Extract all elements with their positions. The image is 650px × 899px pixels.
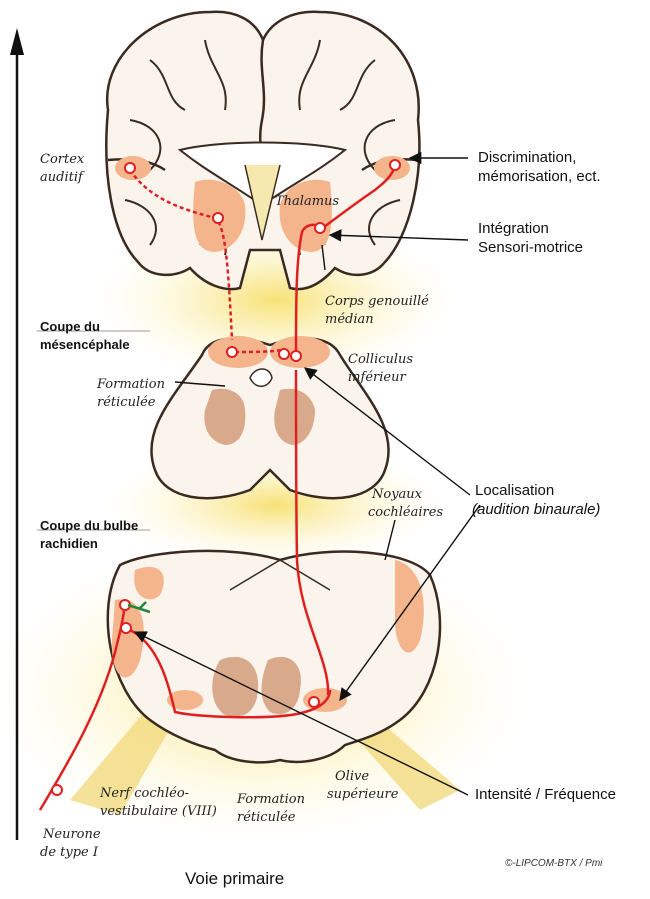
formation-reticulee-bulbe-right: [261, 656, 301, 715]
label-nerf-1: Nerf cochléo-: [99, 786, 189, 801]
noyau-cochleaire-right: [395, 560, 424, 653]
formation-reticulee-bulbe-left: [212, 656, 259, 717]
formation-reticulee-mid-left: [204, 388, 246, 445]
label-neurone-2: de type I: [40, 845, 99, 860]
label-localisation-sub: (audition binaurale): [472, 501, 600, 518]
label-intensite: Intensité / Fréquence: [475, 786, 616, 803]
label-cortex-2: auditif: [40, 170, 85, 185]
pathway-dashed-mid: [234, 348, 283, 354]
noyau-cochleaire-left-top: [134, 566, 164, 600]
synapse-cortex-left: [124, 162, 136, 174]
olive-left: [167, 690, 203, 710]
synapse-thalamus-right: [314, 222, 326, 234]
synapse-olive: [308, 696, 320, 708]
svg-text:Nerf cochléo-vestibulaire (VII: Nerf cochléo-vestibulaire (VIII): [99, 786, 217, 819]
pathway-nerve: [38, 604, 127, 811]
thalamus-right: [279, 179, 332, 252]
noyau-cochleaire-left: [111, 599, 144, 678]
glow-nerve-left: [70, 705, 175, 815]
copyright: ©-LIPCOM-BTX / Pmi: [505, 858, 603, 869]
label-neurone-1: Neurone: [42, 827, 101, 842]
label-discrimination-1: Discrimination,: [478, 149, 576, 166]
synapse-cortex-right: [389, 159, 401, 171]
label-noyaux-2: cochléaires: [368, 505, 443, 520]
synapse-thalamus-left: [212, 212, 224, 224]
label-integration-2: Sensori-motrice: [478, 239, 583, 256]
section-bulbe-2: rachidien: [40, 536, 98, 551]
medulla-section: [106, 549, 442, 764]
label-discrimination-2: mémorisation, ect.: [478, 168, 601, 185]
label-noyaux-1: Noyaux: [371, 487, 423, 502]
label-thalamus: Thalamus: [275, 194, 339, 209]
label-formation-top-2: réticulée: [97, 395, 156, 410]
aqueduct: [249, 368, 273, 387]
label-formation-bottom-1: Formation: [236, 792, 305, 807]
formation-reticulee-mid-right: [274, 388, 315, 445]
label-cortex-1: Cortex: [40, 152, 85, 167]
pathway-to-thalamus: [294, 223, 321, 361]
synapse-colliculus-left: [226, 346, 238, 358]
section-bulbe-1: Coupe du bulbe: [40, 518, 138, 533]
synapse-colliculus-right-b: [290, 350, 302, 362]
label-colliculus-1: Colliculus: [348, 352, 413, 367]
pathway-medulla: [129, 628, 332, 719]
label-olive-2: supérieure: [327, 787, 399, 802]
midbrain-section: [150, 336, 390, 500]
pointer-lines: [133, 151, 481, 796]
pathway-ascending: [294, 369, 330, 696]
label-olive-1: Olive: [335, 769, 369, 784]
section-mesencephale-1: Coupe du: [40, 319, 100, 334]
section-mesencephale-2: mésencéphale: [40, 337, 130, 352]
brain-coronal-section: [105, 10, 421, 291]
synapse-colliculus-right-a: [278, 348, 290, 360]
label-corps-genouille-2: médian: [325, 312, 374, 327]
pathway-to-cortex: [319, 164, 397, 232]
label-colliculus-2: inférieur: [348, 370, 406, 385]
label-formation-bottom-2: réticulée: [237, 810, 296, 825]
svg-text:Discrimination,mémorisation, e: Discrimination, mémorisation, ect.: [478, 149, 601, 185]
vertical-axis-arrow: [10, 28, 24, 840]
label-corps-genouille-1: Corps genouillé: [325, 294, 429, 309]
caption: Voie primaire: [185, 869, 284, 888]
label-nerf-2: vestibulaire (VIII): [100, 804, 217, 819]
green-collateral: [127, 601, 151, 614]
synapse-markers: [51, 159, 401, 796]
synapse-neurone: [51, 784, 63, 796]
label-localisation: Localisation: [475, 482, 554, 499]
label-formation-top-1: Formation: [96, 377, 165, 392]
synapse-noyau-b: [120, 622, 132, 634]
label-integration-1: Intégration: [478, 220, 549, 237]
